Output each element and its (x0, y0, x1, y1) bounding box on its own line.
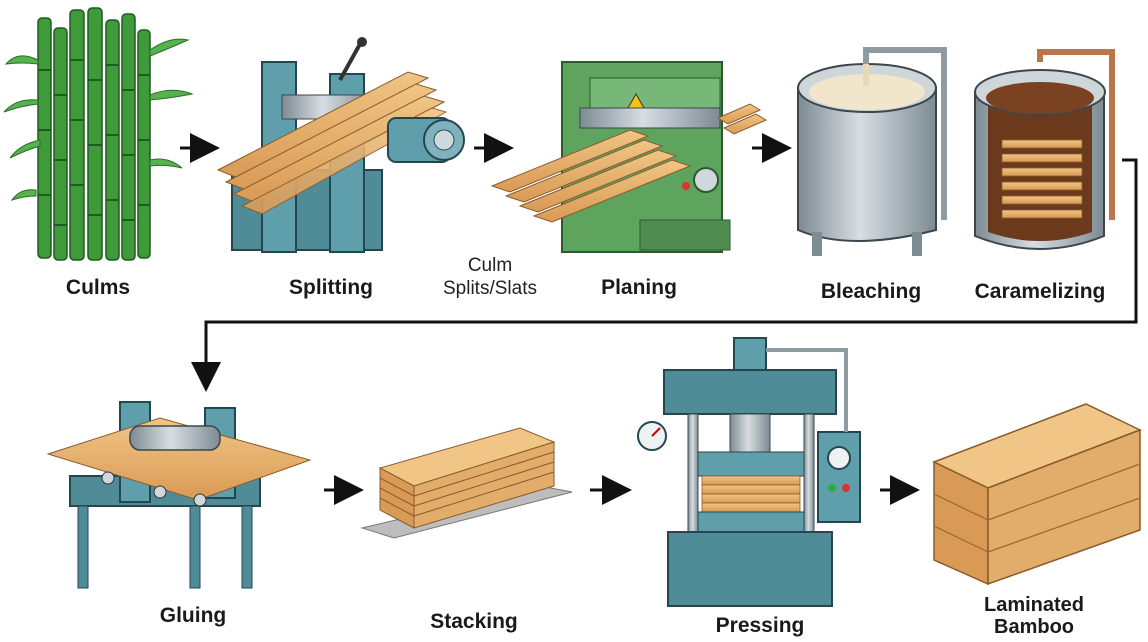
label-intermediate-line2: Splits/Slats (443, 278, 537, 299)
planing-machine-illustration (490, 61, 768, 253)
label-laminated-bamboo: Laminated Bamboo (964, 594, 1104, 638)
label-intermediate-slats: Culm Splits/Slats (420, 254, 560, 300)
label-pressing: Pressing (715, 614, 805, 637)
bleaching-tank-illustration (797, 47, 947, 256)
label-planing: Planing (601, 276, 677, 299)
label-laminated-line2: Bamboo (994, 616, 1074, 638)
bamboo-culms-illustration (3, 7, 194, 261)
arrow-row-connector (191, 158, 1138, 392)
label-gluing: Gluing (159, 604, 227, 627)
label-stacking: Stacking (430, 610, 518, 633)
label-bleaching: Bleaching (820, 280, 922, 303)
laminated-bamboo-block-illustration (932, 403, 1142, 586)
splitting-machine-illustration (216, 37, 465, 253)
stacked-slats-illustration (360, 427, 573, 539)
label-laminated-line1: Laminated (983, 594, 1085, 616)
flow-arrows (180, 133, 1138, 505)
gluing-machine-illustration (46, 401, 312, 589)
hydraulic-press-illustration (637, 337, 861, 607)
label-splitting: Splitting (289, 276, 373, 299)
label-caramelizing: Caramelizing (974, 280, 1106, 303)
caramelizing-tank-illustration (974, 49, 1115, 250)
label-culms: Culms (65, 276, 131, 299)
label-intermediate-line1: Culm (467, 255, 513, 276)
